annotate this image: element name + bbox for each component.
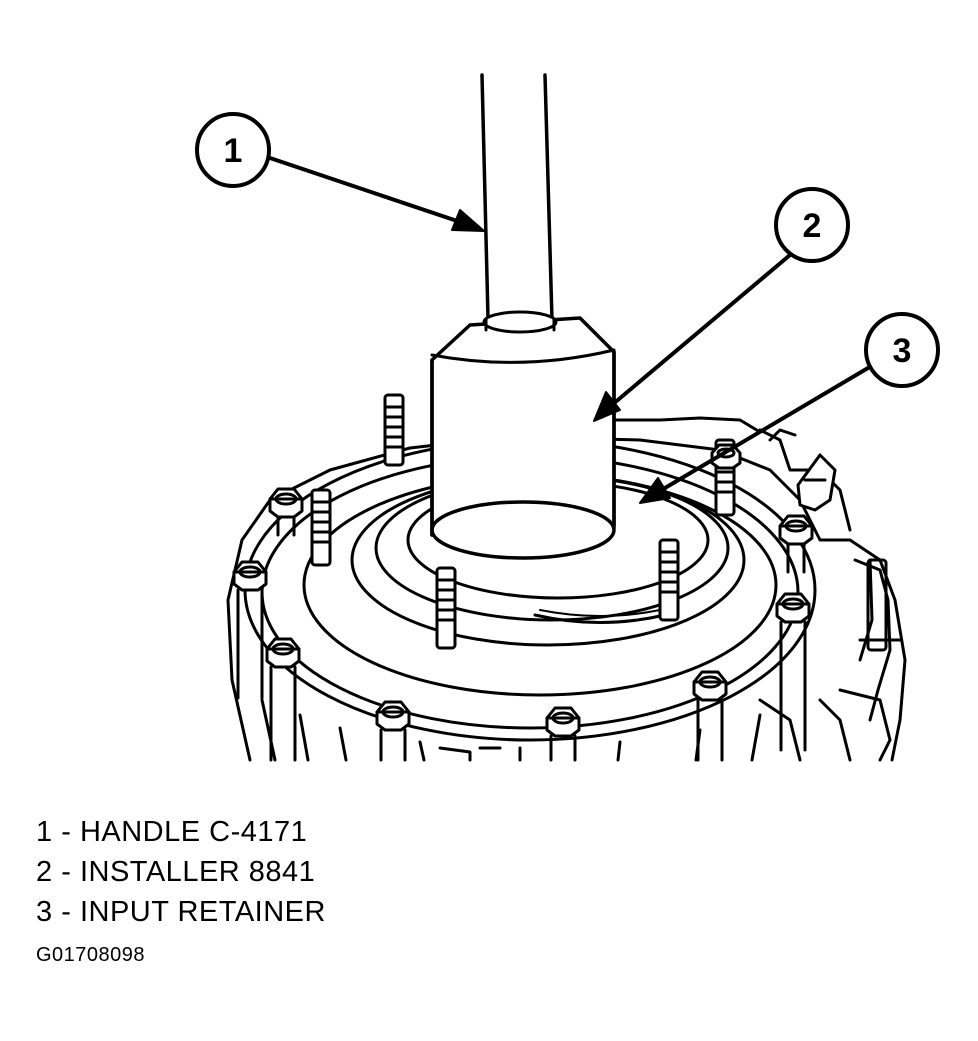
arrowhead-3 bbox=[639, 477, 671, 504]
legend-separator: - bbox=[61, 896, 72, 928]
callout-1: 1 bbox=[195, 112, 271, 188]
legend-item-3: 3 - INPUT RETAINER bbox=[36, 892, 326, 932]
leader-3 bbox=[646, 366, 870, 500]
studs bbox=[310, 393, 736, 650]
stud bbox=[658, 538, 680, 622]
legend-number: 3 bbox=[36, 896, 53, 928]
legend-text: INPUT RETAINER bbox=[79, 896, 326, 928]
installer-8841 bbox=[430, 316, 616, 560]
callout-2-number: 2 bbox=[803, 207, 822, 245]
perimeter-bolts bbox=[232, 443, 814, 762]
arrowhead-1 bbox=[451, 209, 485, 232]
leader-1 bbox=[268, 156, 480, 230]
legend-item-1: 1 - HANDLE C-4171 bbox=[36, 812, 326, 852]
bolt bbox=[778, 514, 814, 574]
legend-separator: - bbox=[61, 856, 72, 888]
legend-number: 2 bbox=[36, 856, 53, 888]
legend-separator: - bbox=[61, 816, 72, 848]
stud bbox=[383, 393, 405, 467]
bolt bbox=[545, 706, 581, 762]
arrowhead-2 bbox=[593, 391, 621, 422]
legend-text: INSTALLER 8841 bbox=[79, 856, 316, 888]
leader-2 bbox=[598, 253, 792, 417]
bolt bbox=[265, 637, 301, 762]
callout-2: 2 bbox=[774, 187, 850, 263]
stud bbox=[435, 566, 457, 650]
legend-text: HANDLE C-4171 bbox=[79, 816, 308, 848]
bolt bbox=[232, 560, 268, 700]
callout-3: 3 bbox=[864, 312, 940, 388]
callout-1-number: 1 bbox=[224, 132, 243, 170]
legend-item-2: 2 - INSTALLER 8841 bbox=[36, 852, 326, 892]
callout-3-number: 3 bbox=[893, 332, 912, 370]
stud bbox=[310, 488, 332, 567]
handle-c-4171 bbox=[480, 73, 558, 334]
legend-number: 1 bbox=[36, 816, 53, 848]
bolt bbox=[375, 700, 411, 762]
bolt bbox=[710, 443, 742, 470]
installation-illustration: 1 2 3 bbox=[195, 73, 940, 762]
figure-id: G01708098 bbox=[36, 944, 146, 966]
bolt bbox=[268, 487, 304, 537]
bolt bbox=[775, 592, 811, 752]
bolt bbox=[692, 670, 728, 762]
parts-legend: 1 - HANDLE C-4171 2 - INSTALLER 8841 3 -… bbox=[36, 812, 326, 932]
callout-leaders bbox=[268, 156, 870, 504]
